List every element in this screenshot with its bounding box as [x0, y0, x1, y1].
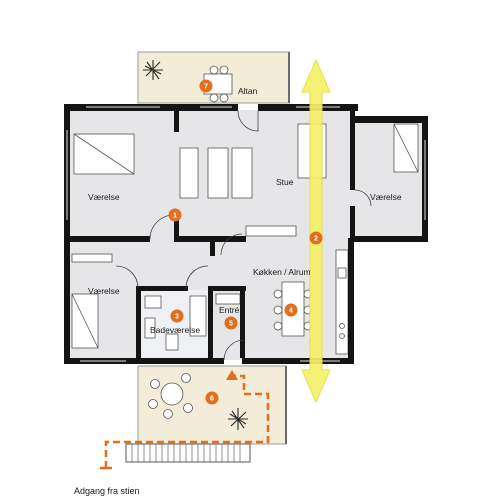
sofa [179, 147, 199, 199]
terrace-area [125, 365, 287, 463]
dashed-route-icon [104, 374, 270, 468]
marker-number: 4 [289, 308, 293, 315]
room-label-bedroom-left-top: Værelse [88, 192, 120, 202]
access-label: Adgang fra stien [74, 486, 140, 496]
door-swings [115, 110, 372, 361]
marker-7: 7 [199, 79, 213, 93]
route-arrow-icon [226, 370, 238, 380]
marker-3: 3 [170, 309, 184, 323]
marker-5: 5 [224, 316, 238, 330]
terrace-table [160, 382, 184, 406]
marker-number: 5 [229, 321, 233, 328]
room-label-living: Stue [276, 177, 294, 187]
marker-6: 6 [205, 391, 219, 405]
marker-number: 1 [173, 213, 177, 220]
floor-living [176, 110, 354, 238]
plant-icon [228, 408, 248, 430]
floor-hall [136, 238, 244, 290]
room-label-bathroom: Badeværelse [150, 325, 200, 335]
marker-number: 7 [204, 84, 208, 91]
plant-icon [143, 60, 163, 80]
marker-1: 1 [168, 208, 182, 222]
room-label-balcony: Altan [238, 86, 258, 96]
room-label-entrance: Entré [219, 305, 240, 315]
marker-number: 2 [314, 236, 318, 243]
marker-4: 4 [284, 303, 298, 317]
marker-2: 2 [309, 231, 323, 245]
room-label-bedroom-right: Værelse [370, 192, 402, 202]
marker-number: 6 [210, 396, 214, 403]
marker-number: 3 [175, 314, 179, 321]
stairs [125, 443, 251, 463]
double-arrow-icon [301, 58, 331, 404]
room-label-kitchen: Køkken / Alrum [253, 267, 311, 277]
room-label-bedroom-left-bottom: Værelse [88, 286, 120, 296]
terrace-floor [137, 365, 287, 445]
